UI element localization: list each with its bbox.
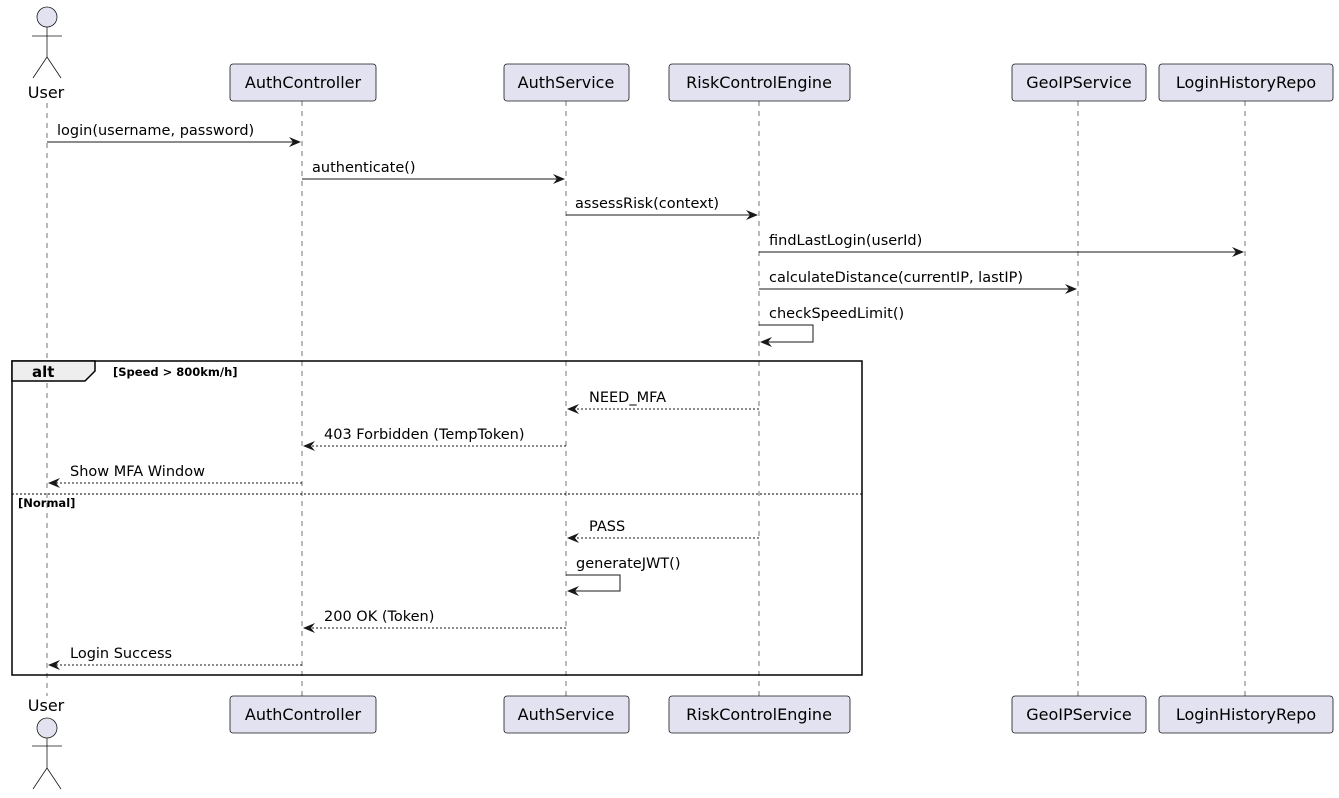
message-forbidden: 403 Forbidden (TempToken) (303, 427, 566, 451)
alt-frame: alt [Speed > 800km/h] [Normal] (11, 360, 863, 676)
message-login: login(username, password) (47, 123, 301, 147)
message-label-login: login(username, password) (57, 123, 254, 139)
participant-label-geoip-service-bottom: GeoIPService (1026, 705, 1132, 724)
participant-risk-engine-top: RiskControlEngine (668, 63, 851, 102)
participant-label-risk-engine-bottom: RiskControlEngine (686, 705, 832, 724)
message-label-generate-jwt: generateJWT() (576, 556, 680, 572)
message-assess-risk: assessRisk(context) (566, 196, 758, 220)
message-calculate-distance: calculateDistance(currentIP, lastIP) (759, 270, 1077, 294)
message-authenticate: authenticate() (302, 160, 565, 184)
message-label-need-mfa: NEED_MFA (589, 390, 666, 406)
message-generate-jwt: generateJWT() (566, 556, 680, 596)
participant-auth-service-top: AuthService (503, 63, 630, 102)
message-label-show-mfa: Show MFA Window (70, 464, 205, 480)
message-pass: PASS (567, 519, 759, 543)
actor-head-icon-bottom (36, 717, 58, 739)
participant-label-auth-service: AuthService (518, 73, 615, 92)
message-check-speed-limit: checkSpeedLimit() (759, 306, 904, 347)
message-ok-token: 200 OK (Token) (303, 609, 566, 633)
alt-guard-speed: [Speed > 800km/h] (113, 365, 238, 379)
participant-label-user-bottom: User (28, 696, 65, 715)
message-label-pass: PASS (589, 519, 625, 535)
alt-frame-border (11, 360, 863, 676)
participant-label-auth-service-bottom: AuthService (518, 705, 615, 724)
participant-auth-controller-bottom: AuthController (229, 695, 377, 734)
message-show-mfa: Show MFA Window (48, 464, 302, 488)
participant-label-risk-engine: RiskControlEngine (686, 73, 832, 92)
participant-label-geoip-service: GeoIPService (1026, 73, 1132, 92)
participant-login-history-repo-top: LoginHistoryRepo (1158, 63, 1334, 102)
participant-label-user: User (28, 83, 65, 102)
message-login-success: Login Success (48, 646, 302, 670)
actor-user-bottom: User (28, 696, 65, 790)
message-label-calculate-distance: calculateDistance(currentIP, lastIP) (769, 270, 1023, 286)
participant-auth-service-bottom: AuthService (503, 695, 630, 734)
participant-login-history-repo-bottom: LoginHistoryRepo (1158, 695, 1334, 734)
message-label-assess-risk: assessRisk(context) (575, 196, 719, 212)
message-label-forbidden: 403 Forbidden (TempToken) (324, 427, 525, 443)
participant-label-auth-controller: AuthController (245, 73, 362, 92)
message-label-authenticate: authenticate() (312, 160, 416, 176)
message-label-check-speed-limit: checkSpeedLimit() (769, 306, 904, 322)
participant-risk-engine-bottom: RiskControlEngine (668, 695, 851, 734)
participant-label-login-history-repo-bottom: LoginHistoryRepo (1176, 705, 1316, 724)
actor-user-top: User (28, 6, 65, 102)
message-label-find-last-login: findLastLogin(userId) (769, 233, 922, 249)
message-need-mfa: NEED_MFA (567, 390, 759, 414)
participant-geoip-service-top: GeoIPService (1011, 63, 1147, 102)
actor-head-icon (36, 6, 58, 28)
message-label-login-success: Login Success (70, 646, 172, 662)
participant-label-auth-controller-bottom: AuthController (245, 705, 362, 724)
participant-auth-controller-top: AuthController (229, 63, 377, 102)
message-find-last-login: findLastLogin(userId) (759, 233, 1244, 257)
alt-frame-keyword: alt (32, 363, 54, 381)
alt-frame-tab (11, 360, 96, 382)
alt-guard-normal: [Normal] (18, 496, 75, 510)
participant-label-login-history-repo: LoginHistoryRepo (1176, 73, 1316, 92)
participant-geoip-service-bottom: GeoIPService (1011, 695, 1147, 734)
message-label-ok-token: 200 OK (Token) (324, 609, 434, 625)
